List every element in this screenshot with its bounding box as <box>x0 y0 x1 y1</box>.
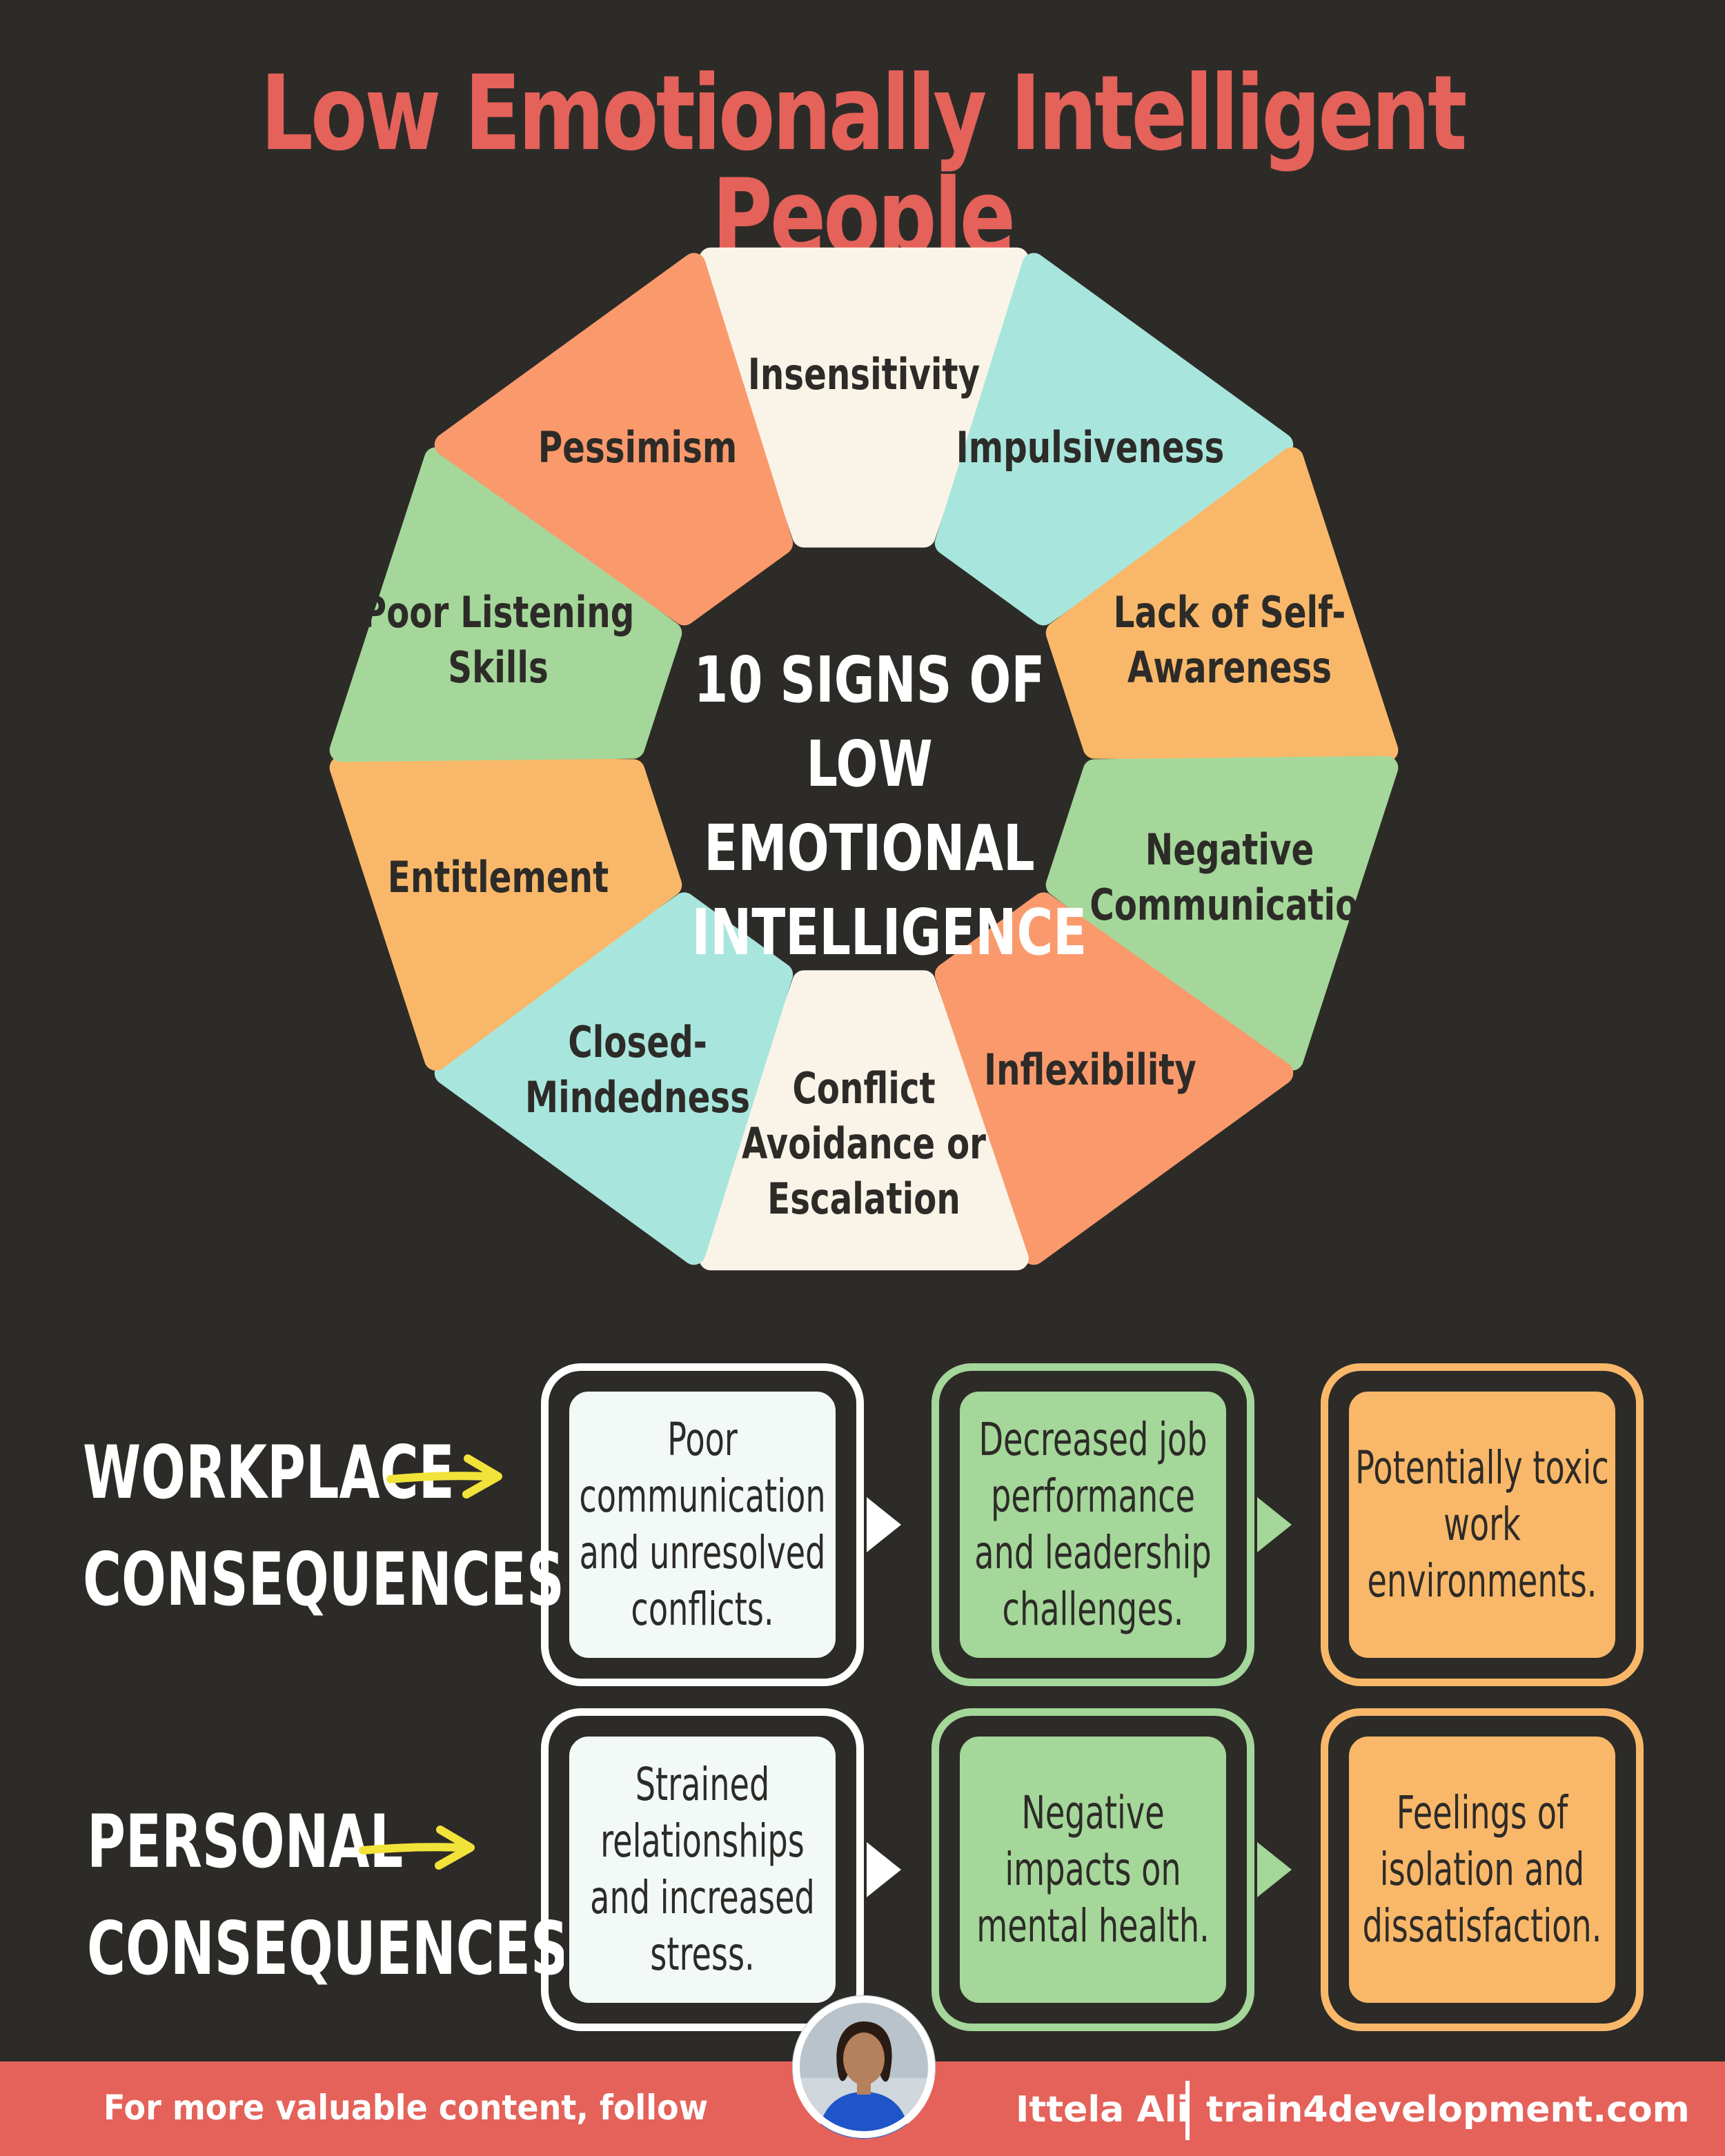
workplace-card-1: Poor communication and unresolved confli… <box>541 1363 864 1686</box>
wheel-center-title: 10 SIGNS OF LOW EMOTIONAL INTELLIGENCE <box>691 643 1087 969</box>
footer-cta: For more valuable content, follow <box>103 2088 709 2128</box>
personal-card-1: Strained relationships and increased str… <box>541 1708 864 2031</box>
segment-label-entitlement: Entitlement <box>387 852 609 903</box>
chevron-right-icon <box>1257 1497 1292 1552</box>
personal-card-1-text: Strained relationships and increased str… <box>590 1758 815 1981</box>
footer-divider <box>1185 2081 1190 2140</box>
workplace-label-line1: WORKPLACE <box>83 1430 455 1515</box>
segment-label-impulsiveness: Impulsiveness <box>956 422 1224 473</box>
workplace-card-3: Potentially toxic work environments. <box>1321 1363 1644 1686</box>
workplace-label-line2: CONSEQUENCES <box>83 1537 564 1622</box>
personal-arrow-icon <box>359 1826 475 1870</box>
segment-label-pessimism: Pessimism <box>538 422 738 473</box>
avatar <box>792 1995 936 2139</box>
workplace-card-2-text: Decreased job performance and leadership… <box>974 1413 1212 1636</box>
footer-website-link[interactable]: train4development.com <box>1206 2089 1690 2130</box>
personal-label-line2: CONSEQUENCES <box>87 1906 569 1991</box>
personal-card-2-text: Negative impacts on mental health. <box>976 1786 1210 1952</box>
segment-label-lack-of-self-awareness: Lack of Self-Awareness <box>1113 586 1346 693</box>
wheel-segment <box>699 970 1029 1271</box>
segment-label-poor-listening: Poor Listening Skills <box>362 586 635 693</box>
wheel-segment <box>699 247 1029 548</box>
workplace-card-1-text: Poor communication and unresolved confli… <box>579 1413 826 1636</box>
chevron-right-icon <box>867 1497 901 1552</box>
wheel-segment <box>329 447 682 762</box>
footer-author-name: Ittela Ali <box>1016 2089 1190 2130</box>
workplace-card-2: Decreased job performance and leadership… <box>931 1363 1254 1686</box>
signs-wheel <box>329 247 1399 1271</box>
segment-label-negative-communication: Negative Communication <box>1090 824 1382 931</box>
segment-label-conflict-avoidance: Conflict Avoidance or Escalation <box>741 1062 987 1224</box>
segment-label-closed-mindedness: Closed-Mindedness <box>525 1017 751 1123</box>
personal-label-line1: PERSONAL <box>87 1799 404 1884</box>
workplace-arrow-icon <box>386 1454 502 1499</box>
personal-card-2: Negative impacts on mental health. <box>931 1708 1254 2031</box>
wheel-segment <box>934 892 1294 1265</box>
wheel-segment <box>1045 447 1399 762</box>
workplace-card-3-text: Potentially toxic work environments. <box>1355 1441 1609 1608</box>
chevron-right-icon <box>1257 1842 1292 1897</box>
segment-label-inflexibility: Inflexibility <box>983 1045 1196 1096</box>
wheel-segment <box>329 755 682 1071</box>
personal-card-3-text: Feelings of isolation and dissatisfactio… <box>1362 1786 1602 1952</box>
wheel-segment <box>934 253 1294 626</box>
page-title: Low Emotionally Intelligent People <box>260 54 1468 277</box>
wheel-segment <box>434 253 793 626</box>
chevron-right-icon <box>867 1842 901 1897</box>
personal-card-3: Feelings of isolation and dissatisfactio… <box>1321 1708 1644 2031</box>
wheel-segment <box>434 892 793 1265</box>
wheel-segment <box>1045 755 1399 1071</box>
segment-label-insensitivity: Insensitivity <box>747 348 980 399</box>
